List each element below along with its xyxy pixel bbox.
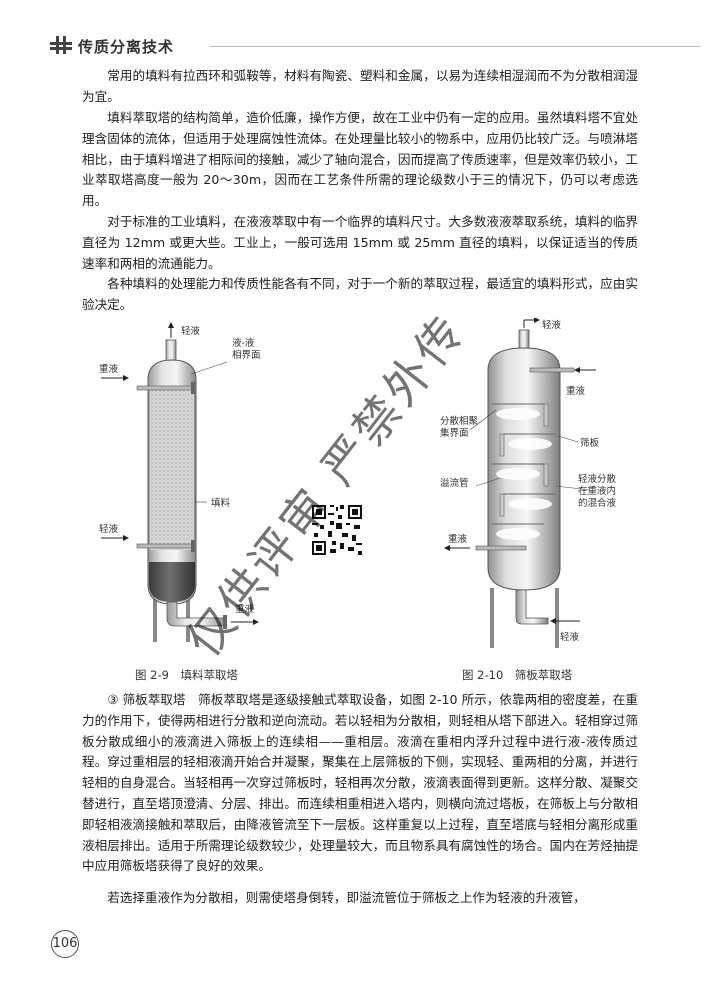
label-light-in: 轻液 bbox=[99, 523, 119, 535]
qr-code-icon bbox=[310, 503, 364, 557]
paragraph-heavy-dispersed: 若选择重液作为分散相，则需使塔身倒转，即溢流管位于筛板之上作为轻液的升液管， bbox=[107, 890, 586, 905]
header-title: 传质分离技术 bbox=[78, 38, 175, 56]
header-rule bbox=[210, 46, 701, 47]
header-logo-icon bbox=[50, 36, 72, 54]
label-light-in: 轻液 bbox=[560, 631, 580, 643]
figure-2-10-caption: 图 2-10 筛板萃取塔 bbox=[462, 668, 573, 682]
label-interface-2: 相界面 bbox=[232, 349, 261, 361]
packed-tower-figure: 轻液 重液 液-液 相界面 填料 轻液 重液 bbox=[99, 322, 261, 642]
label-heavy-in: 重液 bbox=[566, 385, 586, 397]
label-sieve-plate: 筛板 bbox=[580, 437, 600, 449]
page-number-circle bbox=[51, 930, 79, 958]
label-mix-2: 在重液内 bbox=[578, 485, 616, 497]
label-light-out: 轻液 bbox=[181, 325, 201, 337]
label-interface-1: 液-液 bbox=[232, 337, 255, 349]
paragraph-packing-selection: 各种填料的处理能力和传质性能各有不同，对于一个新的萃取过程，最适宜的填料形式，应… bbox=[82, 276, 638, 312]
running-header: 传质分离技术 bbox=[20, 34, 701, 58]
label-downcomer: 溢流管 bbox=[440, 477, 469, 489]
paragraph-packing-tower: 填料萃取塔的结构简单，造价低廉，操作方便，故在工业中仍有一定的应用。虽然填料塔不… bbox=[82, 110, 638, 209]
label-interface-1: 分散相聚 bbox=[440, 415, 479, 427]
paragraph-critical-size: 对于标准的工业填料，在液液萃取中有一个临界的填料尺寸。大多数液液萃取系统，填料的… bbox=[82, 214, 638, 271]
label-packing: 填料 bbox=[211, 497, 231, 509]
label-heavy-out: 重液 bbox=[235, 603, 255, 615]
label-mix-3: 的混合液 bbox=[578, 497, 617, 509]
label-mix-1: 轻液分散 bbox=[578, 473, 617, 485]
sieve-tower-figure: 轻液 重液 分散相聚 集界面 筛板 溢流管 轻液分散 在重液内 的混合液 重液 … bbox=[440, 318, 617, 648]
figure-2-9-caption: 图 2-9 填料萃取塔 bbox=[135, 668, 238, 682]
label-interface-2: 集界面 bbox=[440, 427, 469, 439]
label-heavy-out: 重液 bbox=[448, 533, 468, 545]
page-number-text: 106 bbox=[52, 936, 78, 951]
label-light-out: 轻液 bbox=[542, 319, 562, 331]
label-heavy-in: 重液 bbox=[99, 363, 119, 375]
page-number: 106 bbox=[50, 929, 80, 959]
paragraph-packing-materials: 常用的填料有拉西环和弧鞍等，材料有陶瓷、塑料和金属，以易为连续相湿润而不为分散相… bbox=[82, 68, 638, 104]
paragraph-sieve-tower: ③ 筛板萃取塔 筛板萃取塔是逐级接触式萃取设备，如图 2-10 所示，依靠两相的… bbox=[82, 692, 638, 874]
